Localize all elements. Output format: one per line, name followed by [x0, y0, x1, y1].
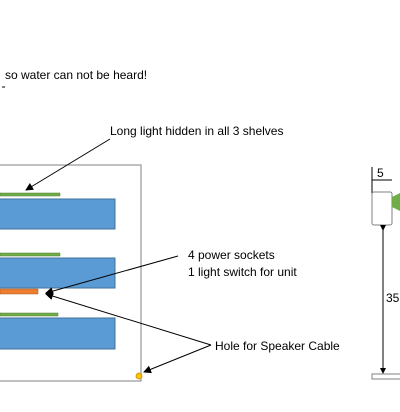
hole-leader-line-2	[143, 344, 212, 374]
light-strip-2	[0, 252, 61, 257]
shelf-3	[0, 317, 116, 350]
light-strip-1	[0, 192, 61, 197]
water-note: so water can not be heard!	[5, 68, 148, 82]
side-shelf-profile	[371, 191, 393, 226]
cabinet-outline	[0, 164, 142, 382]
shelf-1	[0, 198, 116, 230]
sockets-label-line2: 1 light switch for unit	[188, 265, 297, 279]
light-strip-3	[0, 312, 59, 317]
speaker-cable-hole	[135, 372, 143, 380]
side-height-label: 35	[386, 291, 400, 305]
side-light-profile	[392, 193, 400, 211]
hole-leader-line-1	[45, 292, 212, 346]
light-leader-line	[25, 138, 111, 191]
side-depth-label: 5	[377, 166, 384, 180]
light-label: Long light hidden in all 3 shelves	[110, 124, 284, 138]
sockets-leader-line	[45, 255, 179, 295]
sockets-label-line1: 4 power sockets	[188, 248, 275, 262]
shelf-2	[0, 257, 116, 289]
power-socket-bar	[0, 288, 39, 295]
hole-label: Hole for Speaker Cable	[215, 339, 340, 353]
side-base-profile	[371, 373, 400, 380]
